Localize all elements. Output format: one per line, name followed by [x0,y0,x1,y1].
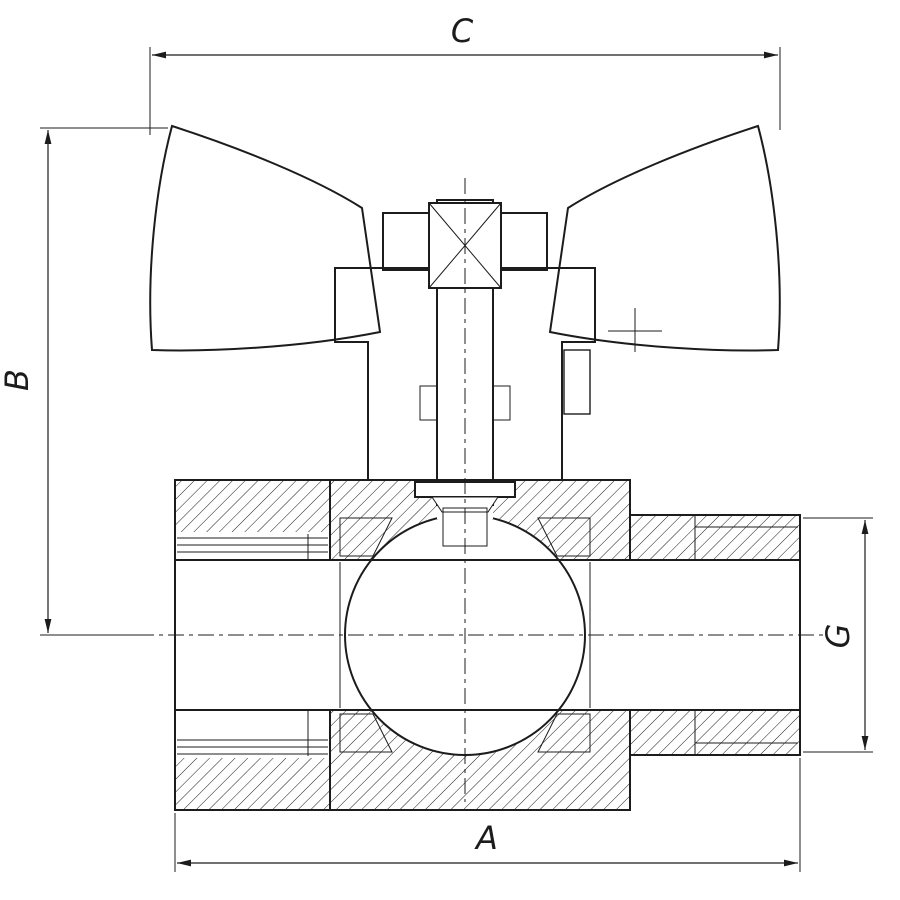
stop-pin [563,349,591,415]
female-thread-lines [177,534,328,756]
male-thread-lines [694,515,798,755]
left-port-section [175,480,330,810]
dim-label-a: A [474,819,498,857]
butterfly-handle [149,124,781,352]
stem-oring-right [492,385,511,421]
stem-oring-left [419,385,438,421]
dim-label-c: C [451,12,474,50]
handle-left-wing [149,124,382,352]
body-outlines [174,479,801,811]
ball-seats [339,517,591,753]
right-port-section [630,515,800,755]
dimension-a: A [174,758,801,872]
dimension-g: G [803,517,873,753]
dim-label-b: B [0,369,36,391]
dimension-b: B [0,127,168,636]
dimension-c: C [149,12,781,135]
handle-right-wing [548,124,781,352]
centerlines [138,178,828,802]
dim-label-g: G [819,624,857,649]
